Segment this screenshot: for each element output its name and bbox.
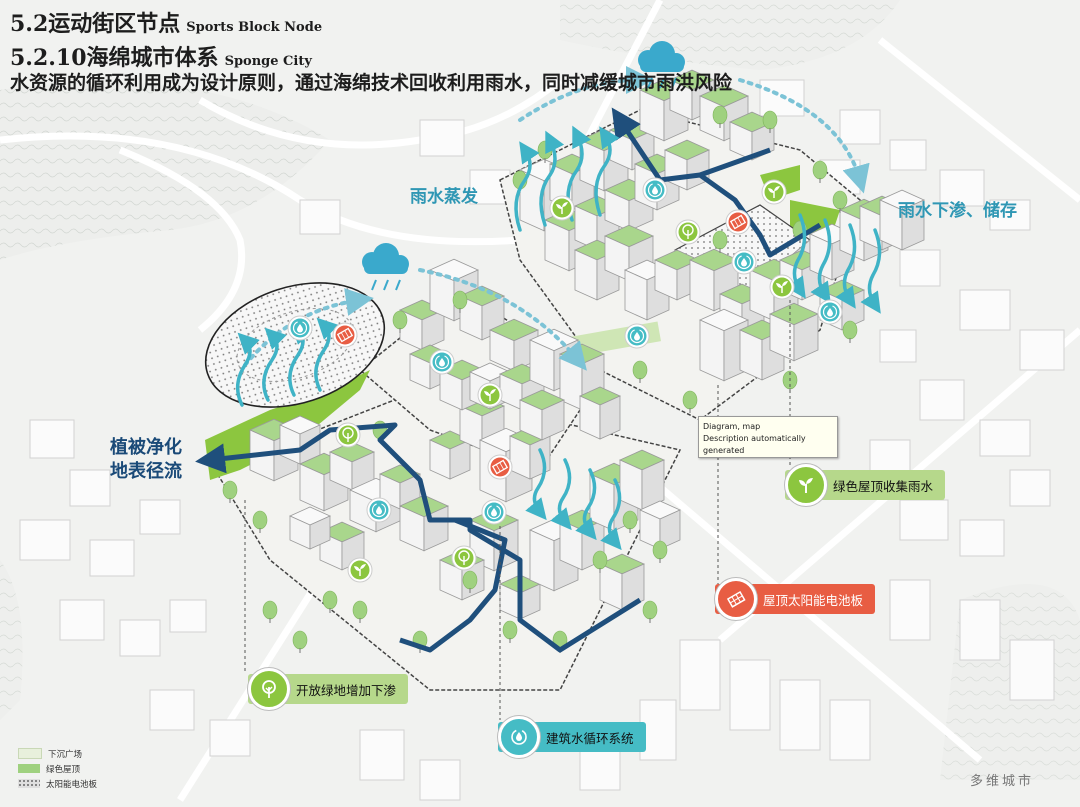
stadium <box>190 261 401 428</box>
rain-cloud-icon <box>362 243 409 290</box>
legend-label: 太阳能电池板 <box>46 778 97 790</box>
evaporation-label: 雨水蒸发 <box>410 182 478 207</box>
solar-panel-icon <box>715 578 757 620</box>
legend-item-solar-panel: 太阳能电池板 <box>18 776 97 791</box>
vegetation-label: 植被净化 地表径流 <box>110 436 182 484</box>
solar-panel-tag: 屋顶太阳能电池板 <box>715 584 875 614</box>
green-roof-tag: 绿色屋顶收集雨水 <box>785 470 945 500</box>
image-alt-tooltip: Diagram, map Description automatically g… <box>698 416 838 458</box>
solar-panel-tag-label: 屋顶太阳能电池板 <box>763 590 863 609</box>
open-green-tag-label: 开放绿地增加下渗 <box>296 680 396 699</box>
legend-swatch <box>18 779 40 788</box>
green-roof-tag-label: 绿色屋顶收集雨水 <box>833 476 933 495</box>
legend: 下沉广场 绿色屋顶 太阳能电池板 <box>18 746 97 791</box>
vegetation-label-line1: 植被净化 <box>110 436 182 460</box>
tooltip-line2: Description automatically generated <box>703 433 833 457</box>
water-cycle-tag: 建筑水循环系统 <box>498 722 646 752</box>
sprout-icon <box>785 464 827 506</box>
water-cycle-tag-label: 建筑水循环系统 <box>546 728 634 747</box>
legend-item-green-roof: 绿色屋顶 <box>18 761 97 776</box>
infiltration-label: 雨水下渗、储存 <box>898 196 1017 221</box>
subsection-title-en: Sponge City <box>225 54 312 69</box>
legend-item-sunken-plaza: 下沉广场 <box>18 746 97 761</box>
tooltip-line1: Diagram, map <box>703 421 833 433</box>
page-description: 水资源的循环利用成为设计原则，通过海绵技术回收利用雨水，同时减缓城市雨洪风险 <box>10 68 732 95</box>
section-title-en: Sports Block Node <box>186 20 322 35</box>
tree-icon <box>248 668 290 710</box>
water-cycle-icon <box>498 716 540 758</box>
vegetation-label-line2: 地表径流 <box>110 460 182 484</box>
legend-label: 下沉广场 <box>48 748 82 760</box>
legend-swatch <box>18 764 40 773</box>
watermark: 多维城市 <box>970 770 1034 789</box>
legend-swatch <box>18 748 42 759</box>
open-green-tag: 开放绿地增加下渗 <box>248 674 408 704</box>
section-title-cn: 5.2运动街区节点 <box>10 11 180 37</box>
section-title: 5.2运动街区节点 Sports Block Node <box>10 6 322 38</box>
legend-label: 绿色屋顶 <box>46 763 80 775</box>
